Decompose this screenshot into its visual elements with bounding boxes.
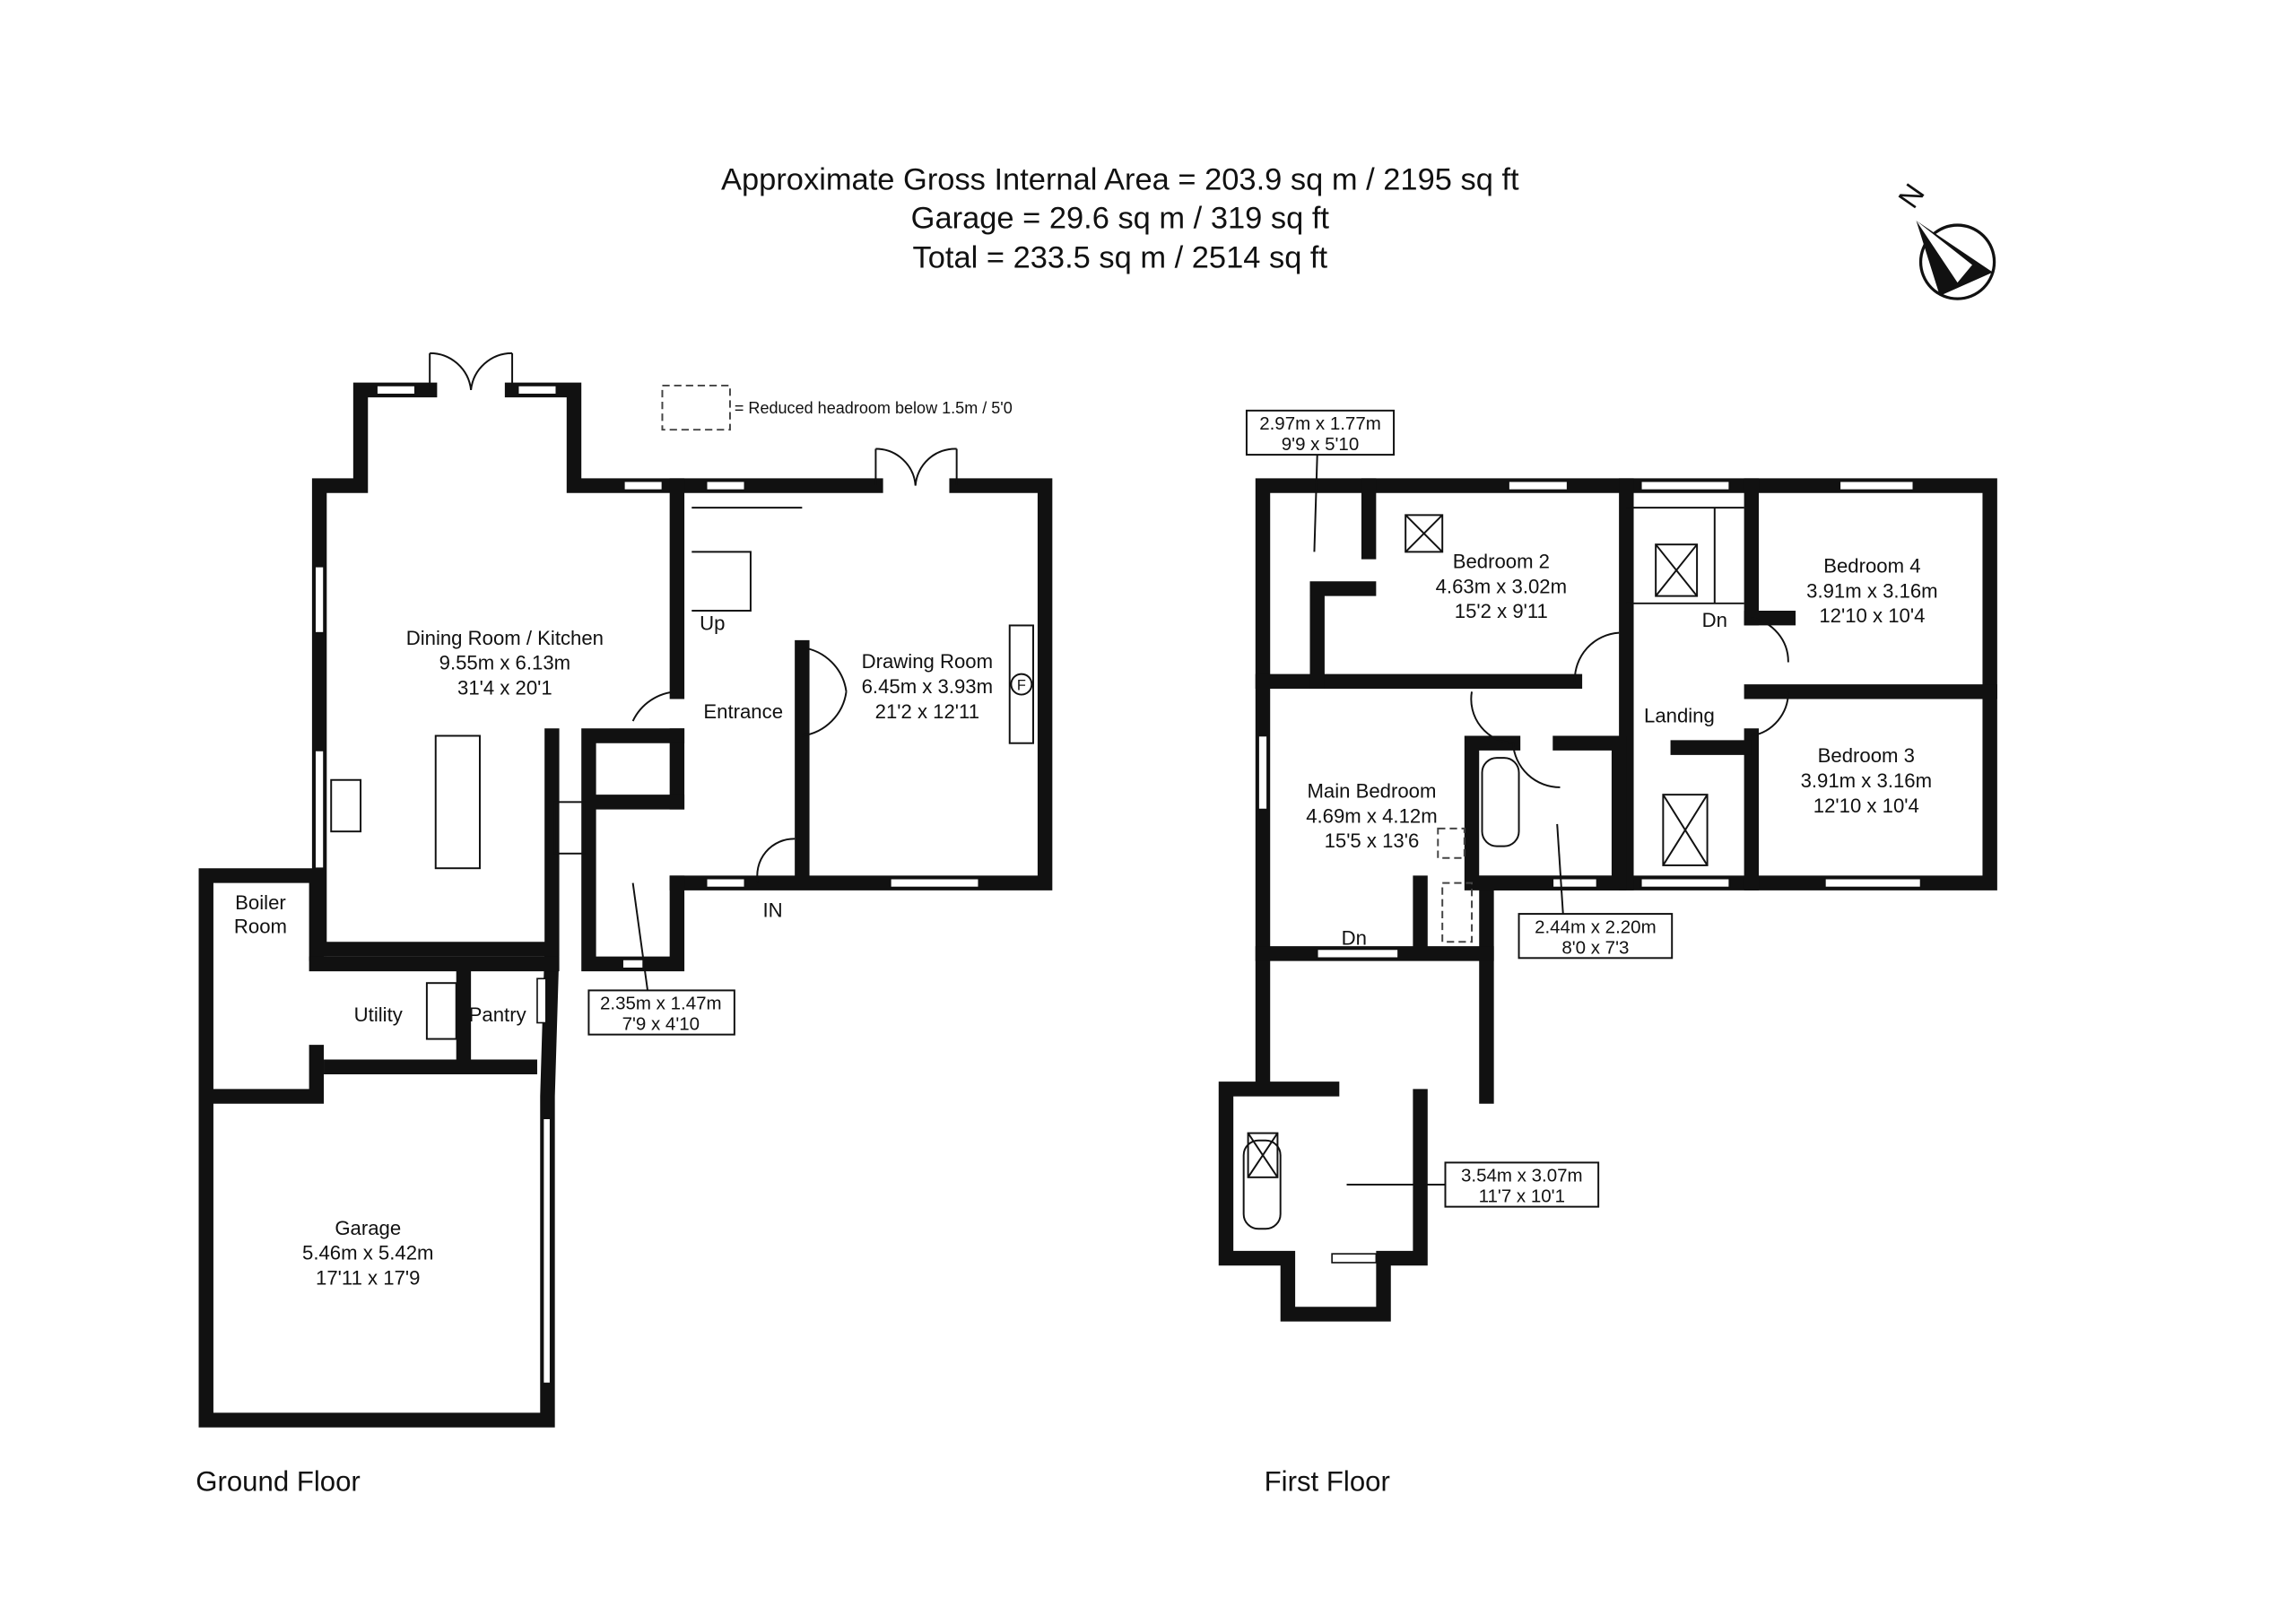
room-landing: Landing: [1644, 705, 1715, 727]
room-name: Dining Room / Kitchen: [406, 627, 604, 649]
room-metric: 4.63m x 3.02m: [1436, 575, 1567, 597]
stairs-down-label: Dn: [1702, 609, 1727, 631]
callout-metric: 3.54m x 3.07m: [1461, 1166, 1583, 1186]
room-name: Garage: [335, 1217, 401, 1239]
room-dining-kitchen: Dining Room / Kitchen 9.55m x 6.13m 31'4…: [406, 627, 604, 699]
reduced-headroom-swatch: [661, 384, 731, 431]
room-imperial: 21'2 x 12'11: [875, 700, 979, 723]
room-name: Bedroom 2: [1453, 550, 1550, 572]
total-area-text: Total = 233.5 sq m / 2514 sq ft: [913, 241, 1328, 275]
room-garage: Garage 5.46m x 5.42m 17'11 x 17'9: [302, 1217, 433, 1290]
room-bedroom-4: Bedroom 4 3.91m x 3.16m 12'10 x 10'4: [1806, 554, 1937, 627]
callout-metric: 2.97m x 1.77m: [1259, 413, 1381, 434]
callout-metric: 2.35m x 1.47m: [600, 994, 722, 1014]
room-entrance: Entrance: [703, 700, 783, 723]
callout-wc: 2.35m x 1.47m 7'9 x 4'10: [587, 882, 735, 1036]
room-name: Bedroom 4: [1823, 554, 1920, 577]
stairs-up-label: Up: [700, 612, 725, 634]
first-floor-walls: [1218, 478, 1997, 1322]
room-metric: 5.46m x 5.42m: [302, 1242, 433, 1264]
room-boiler-line1: Boiler: [235, 891, 286, 914]
room-name: Main Bedroom: [1307, 779, 1436, 802]
ground-floor-walls: [198, 352, 1053, 1428]
room-imperial: 15'2 x 9'11: [1455, 600, 1548, 622]
stairs-down-label-2: Dn: [1342, 927, 1367, 950]
room-metric: 3.91m x 3.16m: [1801, 769, 1932, 792]
first-floor-title: First Floor: [1265, 1465, 1390, 1497]
entrance-in-label: IN: [762, 899, 782, 921]
fireplace-icon: [1010, 673, 1033, 696]
legend-text: = Reduced headroom below 1.5m / 5'0: [735, 399, 1013, 417]
room-name: Bedroom 3: [1818, 744, 1915, 767]
room-imperial: 15'5 x 13'6: [1325, 830, 1420, 852]
callout-imperial: 9'9 x 5'10: [1282, 434, 1359, 455]
compass-label: N: [1892, 178, 1931, 214]
room-drawing-room: Drawing Room 6.45m x 3.93m 21'2 x 12'11: [862, 650, 993, 723]
room-metric: 4.69m x 4.12m: [1306, 804, 1437, 827]
room-imperial: 17'11 x 17'9: [316, 1267, 420, 1290]
room-main-bedroom: Main Bedroom 4.69m x 4.12m 15'5 x 13'6: [1306, 779, 1437, 852]
room-boiler-line2: Room: [234, 915, 287, 937]
room-name: Drawing Room: [862, 650, 993, 673]
callout-imperial: 7'9 x 4'10: [622, 1014, 700, 1035]
room-imperial: 12'10 x 10'4: [1813, 795, 1919, 817]
callout-imperial: 11'7 x 10'1: [1479, 1186, 1565, 1207]
fireplace-label: F: [1017, 678, 1026, 694]
room-utility: Utility: [354, 1003, 404, 1026]
callout-bathroom: 2.44m x 2.20m 8'0 x 7'3: [1518, 823, 1674, 960]
room-bedroom-2: Bedroom 2 4.63m x 3.02m 15'2 x 9'11: [1436, 550, 1567, 622]
room-imperial: 12'10 x 10'4: [1819, 604, 1925, 627]
callout-ensuite-2: 2.97m x 1.77m 9'9 x 5'10: [1245, 409, 1396, 552]
ground-floor-title: Ground Floor: [196, 1465, 361, 1497]
room-metric: 6.45m x 3.93m: [862, 675, 993, 698]
gross-area-text: Approximate Gross Internal Area = 203.9 …: [721, 163, 1519, 197]
callout-metric: 2.44m x 2.20m: [1535, 916, 1657, 937]
room-bedroom-3: Bedroom 3 3.91m x 3.16m 12'10 x 10'4: [1801, 744, 1932, 817]
callout-ensuite-main: 3.54m x 3.07m 11'7 x 10'1: [1346, 1161, 1600, 1208]
room-imperial: 31'4 x 20'1: [457, 677, 552, 699]
callout-imperial: 8'0 x 7'3: [1561, 937, 1629, 958]
room-metric: 3.91m x 3.16m: [1806, 579, 1937, 602]
room-pantry: Pantry: [469, 1003, 527, 1026]
room-metric: 9.55m x 6.13m: [439, 652, 570, 674]
compass-north-icon: N: [1892, 178, 1996, 300]
garage-area-text: Garage = 29.6 sq m / 319 sq ft: [911, 201, 1330, 235]
